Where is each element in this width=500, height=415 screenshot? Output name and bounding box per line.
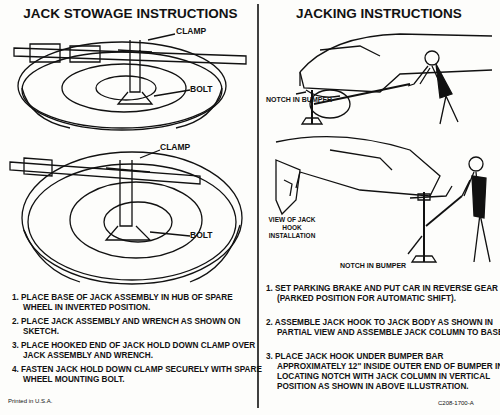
jack-column — [311, 90, 313, 124]
jack-handle — [426, 196, 462, 226]
jack-ratchet — [24, 158, 52, 176]
instruction-step: 1. SET PARKING BRAKE AND PUT CAR IN REVE… — [266, 284, 500, 304]
jack-rear — [408, 192, 462, 262]
instruction-step: 3. PLACE HOOKED END OF JACK HOLD DOWN CL… — [12, 341, 263, 361]
part-label: BOLT — [190, 84, 230, 94]
leader-line — [154, 90, 190, 96]
heading: JACKING INSTRUCTIONS — [262, 6, 496, 22]
wheel-rim — [70, 182, 202, 258]
jack-ratchet — [30, 44, 100, 62]
spare-wheel-bottom — [22, 152, 242, 284]
jack-top — [14, 34, 246, 104]
tire-shade — [24, 225, 240, 282]
jack-base — [412, 256, 436, 262]
leader-line — [140, 150, 160, 158]
leader-line — [296, 92, 306, 94]
tail-fin — [330, 150, 392, 170]
part-label: VIEW OF JACK HOOK INSTALLATION — [264, 216, 320, 240]
car-body — [300, 34, 492, 92]
part-label: CLAMP — [176, 26, 226, 36]
part-label: CLAMP — [160, 142, 210, 152]
headlight — [320, 46, 380, 56]
jack-base — [302, 118, 322, 124]
panel-divider — [257, 4, 259, 408]
man-coat — [472, 176, 486, 218]
print-note: Printed in U.S.A. — [8, 398, 98, 405]
car-body — [276, 137, 440, 196]
jack-clamp — [106, 160, 150, 226]
man-head — [469, 157, 483, 171]
jack-hook-view — [276, 160, 300, 214]
instruction-step: 1. PLACE BASE OF JACK ASSEMBLY IN HUB OF… — [12, 293, 263, 313]
jack-bar — [10, 162, 200, 184]
instruction-step: 3. PLACE JACK HOOK UNDER BUMPER BAR APPR… — [266, 352, 500, 392]
leader-line — [408, 236, 422, 254]
man-coat — [436, 64, 452, 98]
leader-line — [148, 34, 175, 40]
hook-slot — [284, 180, 292, 196]
part-label: NOTCH IN BUMPER — [266, 96, 346, 105]
man-head — [425, 51, 439, 65]
car-rear — [276, 137, 452, 198]
jack-front — [296, 84, 410, 124]
part-label: NOTCH IN BUMPER — [340, 262, 420, 271]
wheel-hub — [104, 202, 172, 242]
jack-clamp — [118, 40, 152, 92]
tire-outer — [22, 152, 242, 284]
instruction-step: 2. PLACE JACK ASSEMBLY AND WRENCH AS SHO… — [12, 317, 263, 337]
jack-hook — [418, 194, 430, 200]
bumper — [300, 72, 340, 97]
man-front — [408, 51, 458, 124]
jack-base — [106, 226, 150, 240]
part-number: C208-1700-A — [438, 400, 498, 407]
heading: JACK STOWAGE INSTRUCTIONS — [8, 6, 253, 22]
jack-bottom — [10, 150, 200, 240]
leader-line — [150, 232, 190, 236]
hook-detail — [276, 160, 300, 214]
part-label: BOLT — [190, 230, 230, 240]
jack-column — [423, 192, 425, 262]
car-front — [300, 34, 492, 118]
wheel-rim — [62, 64, 186, 112]
instruction-step: 2. ASSEMBLE JACK HOOK TO JACK BODY AS SH… — [266, 318, 500, 338]
man-body — [462, 172, 490, 262]
instruction-step: 4. FASTEN JACK HOLD DOWN CLAMP SECURELY … — [12, 365, 263, 385]
wheel-hub — [96, 76, 156, 100]
jack-base — [118, 92, 152, 104]
man-rear — [462, 157, 490, 262]
